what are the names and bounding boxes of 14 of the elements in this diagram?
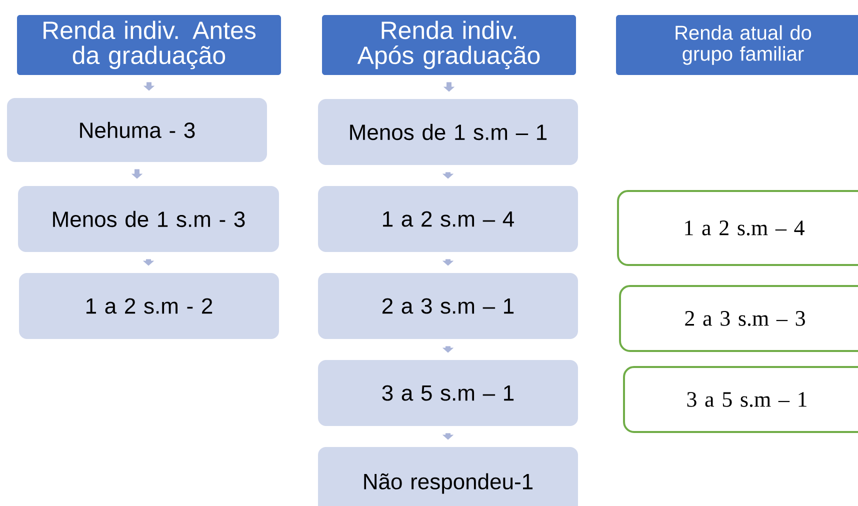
item-box: 3 a 5 s.m – 1 — [318, 360, 578, 426]
item-box: Nehuma - 3 — [7, 98, 267, 162]
item-box: 2 a 3 s.m – 1 — [318, 273, 578, 339]
item-box: 1 a 2 s.m – 4 — [318, 186, 578, 252]
result-box: 2 a 3 s.m – 3 — [619, 285, 858, 352]
item-box: Menos de 1 s.m - 3 — [18, 186, 279, 252]
header-box: Renda indiv. Após graduação — [322, 15, 576, 75]
header-box: Renda indiv. Antes da graduação — [17, 15, 281, 75]
item-box: Não respondeu-1 — [318, 447, 578, 506]
header-box: Renda atual do grupo familiar — [616, 15, 858, 75]
item-box: Menos de 1 s.m – 1 — [318, 99, 578, 165]
result-box: 1 a 2 s.m – 4 — [617, 190, 858, 266]
result-box: 3 a 5 s.m – 1 — [623, 366, 858, 433]
item-box: 1 a 2 s.m - 2 — [19, 273, 279, 339]
